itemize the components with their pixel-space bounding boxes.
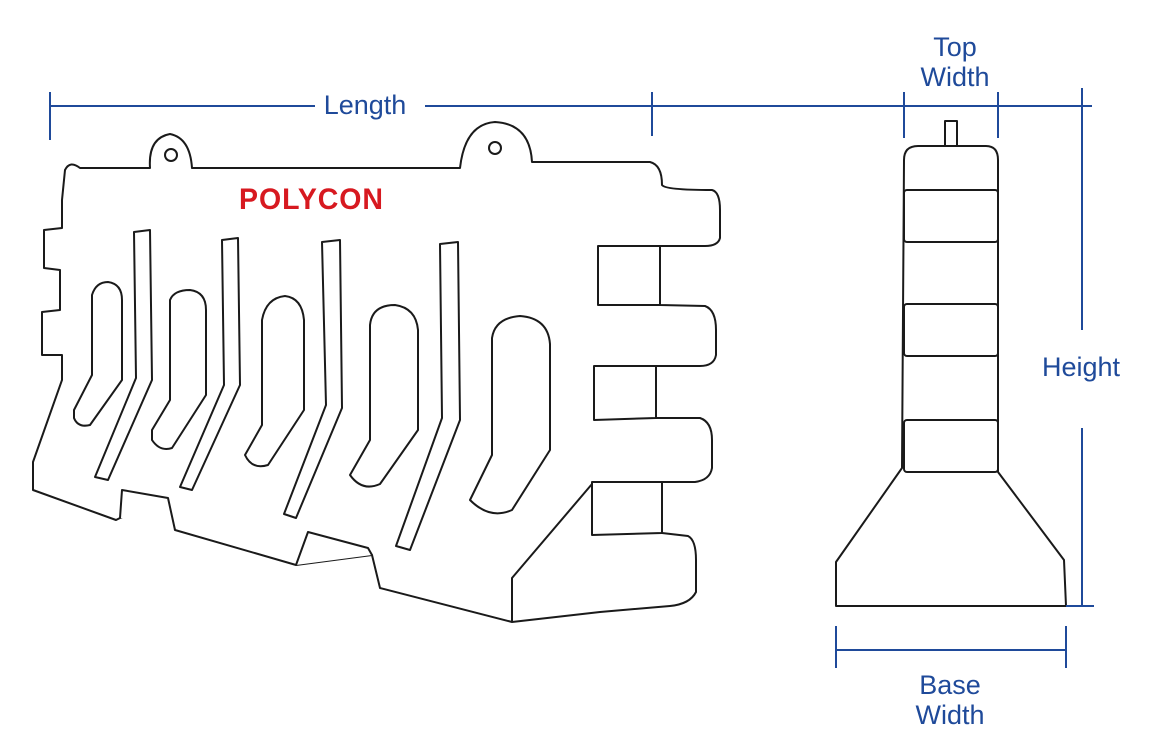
polycon-logo: POLYCON bbox=[239, 183, 384, 216]
top-width-label: Top Width bbox=[920, 32, 990, 92]
height-label: Height bbox=[1041, 352, 1121, 382]
dimension-lines bbox=[49, 88, 1094, 668]
barrier-side-view bbox=[32, 121, 721, 623]
length-label: Length bbox=[323, 90, 407, 120]
barrier-end-view bbox=[835, 120, 1067, 607]
base-width-label: Base Width bbox=[915, 670, 985, 730]
